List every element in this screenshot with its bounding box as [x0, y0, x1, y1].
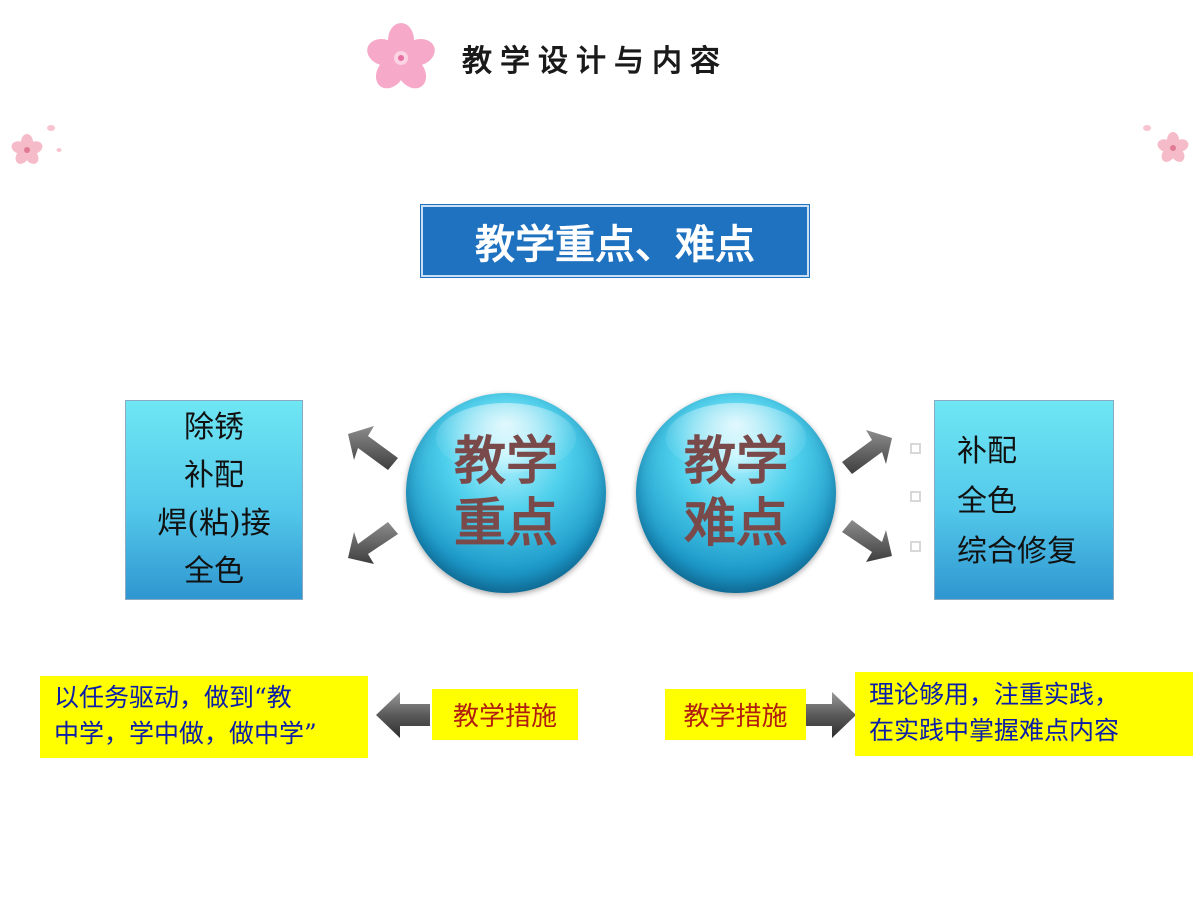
note-line: 在实践中掌握难点内容 — [869, 716, 1120, 745]
key-point-item: 补配 — [184, 458, 244, 493]
bubble-line: 教学 — [453, 432, 558, 492]
bubble-line: 难点 — [683, 494, 788, 554]
left-measure-label: 教学措施 — [432, 689, 578, 740]
arrow-up-right-icon — [842, 430, 892, 474]
key-point-item: 除锈 — [184, 410, 244, 445]
difficult-points-box: 补配 全色 综合修复 — [934, 400, 1114, 600]
difficult-point-item: 全色 — [957, 484, 1017, 519]
key-points-box: 除锈 补配 焊(粘)接 全色 — [125, 400, 303, 600]
arrow-up-left-icon — [348, 426, 398, 470]
bullet-square-icon — [910, 443, 921, 454]
bullet-square-icon — [910, 541, 921, 552]
note-line: 理论够用，注重实践， — [869, 680, 1120, 709]
difficult-points-bubble: 教学 难点 — [636, 393, 836, 593]
arrow-right-icon — [806, 692, 856, 738]
right-measure-note: 理论够用，注重实践， 在实践中掌握难点内容 — [855, 672, 1193, 756]
arrow-down-right-icon — [842, 520, 892, 562]
right-measure-label: 教学措施 — [665, 689, 806, 740]
section-banner: 教学重点、难点 — [421, 205, 809, 277]
arrow-down-left-icon — [348, 522, 398, 564]
bullet-square-icon — [910, 491, 921, 502]
small-flower-left-icon — [11, 125, 62, 164]
key-point-item: 焊(粘)接 — [157, 506, 271, 541]
bubble-line: 重点 — [453, 494, 558, 554]
difficult-point-item: 综合修复 — [957, 534, 1077, 569]
bubble-line: 教学 — [683, 432, 788, 492]
arrow-left-icon — [376, 692, 430, 738]
key-points-bubble: 教学 重点 — [406, 393, 606, 593]
flower-logo-icon — [367, 23, 435, 89]
difficult-point-item: 补配 — [957, 434, 1017, 469]
small-flower-right-icon — [1143, 125, 1189, 162]
left-measure-note: 以任务驱动，做到“教 中学，学中做，做中学” — [40, 676, 368, 758]
note-line: 以任务驱动，做到“教 — [54, 683, 292, 712]
page-title: 教学设计与内容 — [462, 44, 728, 79]
note-line: 中学，学中做，做中学” — [54, 719, 317, 748]
key-point-item: 全色 — [184, 554, 244, 589]
